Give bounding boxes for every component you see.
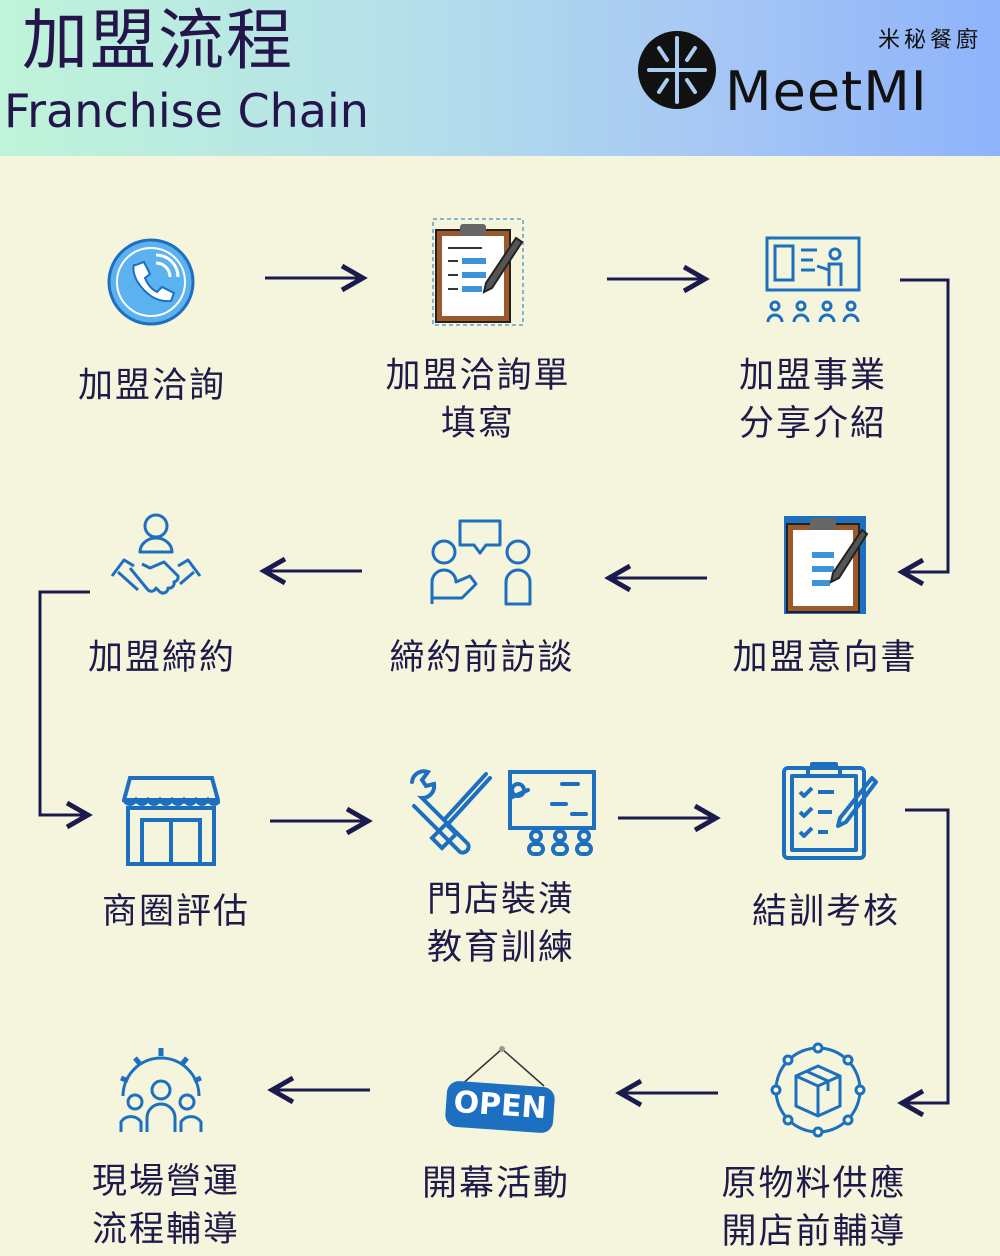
team-gear-icon xyxy=(119,1048,203,1132)
step-label: 加盟事業分享介紹 xyxy=(739,352,887,448)
step-label-line: 原物料供應 xyxy=(721,1164,907,1204)
title-chinese: 加盟流程 xyxy=(22,2,294,79)
open-sign-icon: OPEN xyxy=(440,1046,560,1136)
handshake-icon xyxy=(110,513,202,595)
logo-chinese-text: 米秘餐廚 xyxy=(878,28,983,53)
meetmi-logo: MeetMI xyxy=(638,31,928,118)
phone-icon xyxy=(107,238,195,326)
step-label: 加盟締約 xyxy=(88,634,236,682)
title-english: Franchise Chain xyxy=(4,84,369,138)
step-label-line: 加盟締約 xyxy=(87,638,237,678)
connector-9-10 xyxy=(897,808,950,1118)
step-label: 商圈評估 xyxy=(102,888,250,936)
step-label: 締約前訪談 xyxy=(389,634,574,682)
presentation-icon xyxy=(765,236,861,323)
conversation-icon xyxy=(430,519,532,606)
step-label-line: 門店裝潢 xyxy=(426,880,576,920)
step-label: 結訓考核 xyxy=(752,888,900,936)
connector-6-7 xyxy=(38,590,93,830)
step-label-line: 開幕活動 xyxy=(421,1164,571,1204)
header-banner: 加盟流程 Franchise Chain MeetMI 米秘餐廚 xyxy=(0,0,1000,156)
step-label-line: 加盟事業 xyxy=(738,356,888,396)
step-label-line: 現場營運 xyxy=(91,1162,241,1202)
step-label-line: 加盟意向書 xyxy=(732,638,918,678)
step-label-line: 商圈評估 xyxy=(101,892,251,932)
step-label: 加盟意向書 xyxy=(732,634,917,682)
step-label-line: 開店前輔導 xyxy=(721,1212,907,1252)
step-label: 現場營運流程輔導 xyxy=(92,1158,240,1254)
step-label-line: 結訓考核 xyxy=(751,892,901,932)
step-label: 門店裝潢教育訓練 xyxy=(427,876,575,972)
step-label-line: 分享介紹 xyxy=(738,404,888,444)
step-label-line: 加盟洽詢單 xyxy=(385,356,571,396)
step-label: 加盟洽詢單填寫 xyxy=(385,352,570,448)
tools-training-icon xyxy=(410,769,596,856)
step-label-line: 流程輔導 xyxy=(91,1210,241,1250)
step-label: 開幕活動 xyxy=(422,1160,570,1208)
step-label-line: 教育訓練 xyxy=(426,928,576,968)
step-label-line: 締約前訪談 xyxy=(389,638,575,678)
step-label-line: 加盟洽詢 xyxy=(77,366,227,406)
step-label-line: 填寫 xyxy=(440,404,516,444)
checklist-icon xyxy=(782,762,878,860)
connector-3-4 xyxy=(897,278,950,587)
logo-wordmark: MeetMI xyxy=(725,60,928,118)
clipboard-pen-icon xyxy=(784,516,868,614)
step-label: 原物料供應開店前輔導 xyxy=(721,1160,906,1256)
storefront-icon xyxy=(122,776,220,866)
supply-box-icon xyxy=(770,1042,866,1138)
clipboard-pen-icon xyxy=(432,218,524,326)
step-label: 加盟洽詢 xyxy=(78,362,226,410)
